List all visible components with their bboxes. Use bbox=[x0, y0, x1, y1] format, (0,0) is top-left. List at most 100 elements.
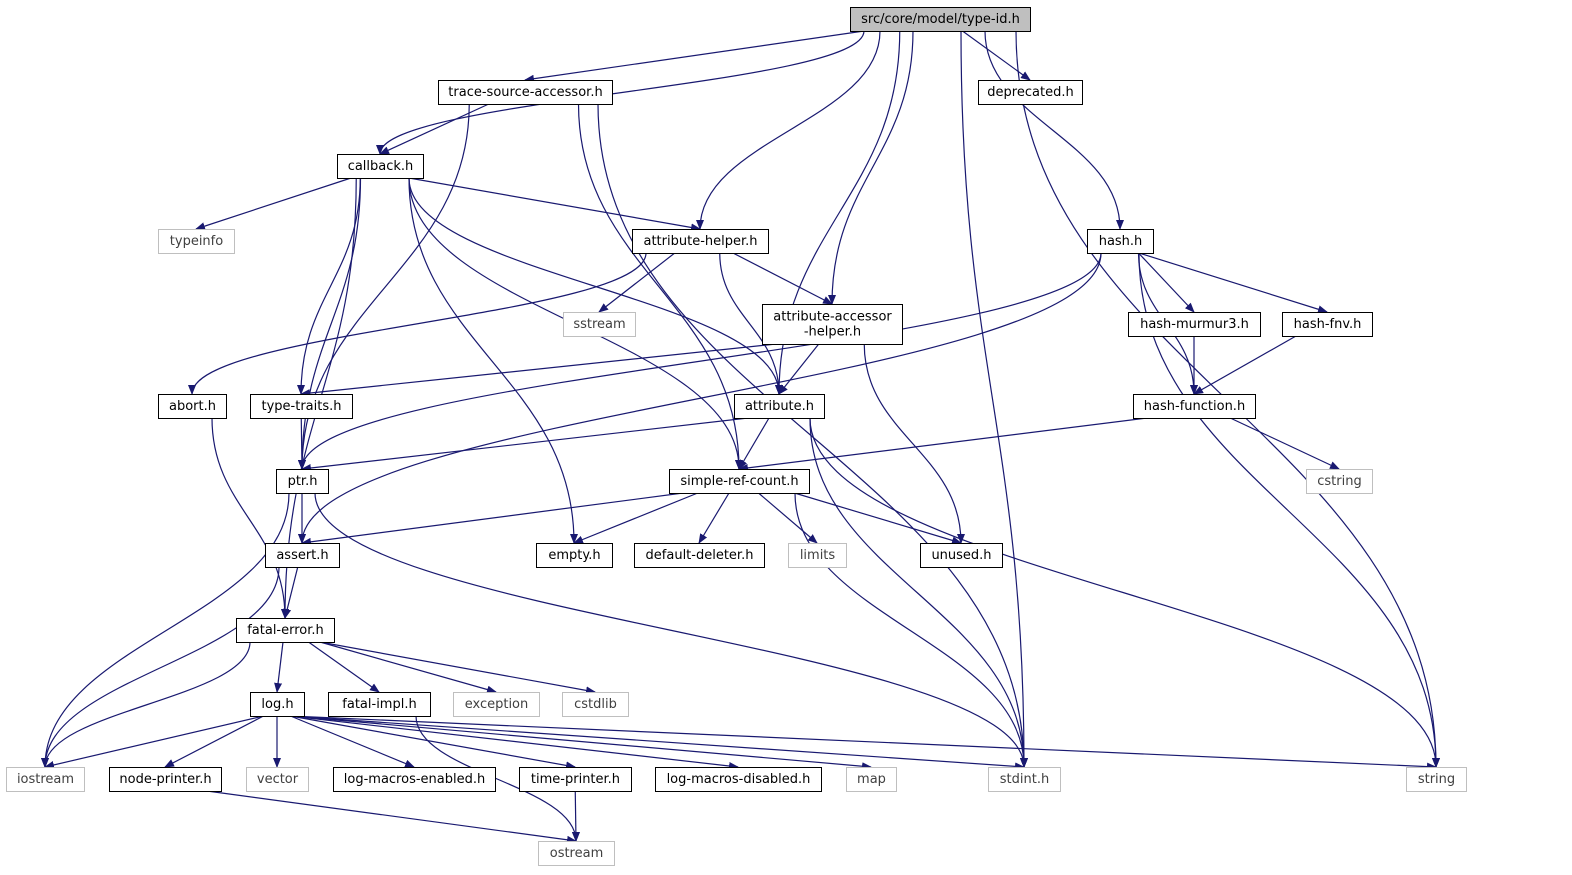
node-default-deleter[interactable]: default-deleter.h bbox=[634, 543, 765, 568]
edge-log-to-map bbox=[290, 715, 872, 771]
node-box bbox=[276, 469, 329, 494]
edge-simple-ref-count-to-assert bbox=[301, 492, 684, 546]
node-type-traits[interactable]: type-traits.h bbox=[250, 394, 353, 419]
node-log[interactable]: log.h bbox=[250, 692, 305, 717]
edge-simple-ref-count-to-limits bbox=[758, 492, 818, 544]
edge-log-to-node-printer bbox=[164, 715, 264, 768]
node-box bbox=[265, 543, 340, 568]
edge-log-to-log-macros-enabled bbox=[290, 715, 415, 768]
node-box bbox=[538, 841, 615, 866]
node-label: hash.h bbox=[1099, 234, 1143, 249]
node-label: abort.h bbox=[169, 399, 216, 414]
node-attribute-helper[interactable]: attribute-helper.h bbox=[632, 229, 769, 254]
node-trace-source-accessor[interactable]: trace-source-accessor.h bbox=[438, 80, 613, 105]
edge-attribute-to-simple-ref-count bbox=[738, 417, 770, 470]
node-label: ostream bbox=[550, 846, 604, 861]
edge-hash-to-hash-fnv bbox=[1138, 252, 1328, 314]
node-log-macros-enabled[interactable]: log-macros-enabled.h bbox=[333, 767, 496, 792]
edge-simple-ref-count-to-empty bbox=[573, 492, 698, 544]
edge-attribute-to-string bbox=[809, 417, 1440, 768]
node-ptr[interactable]: ptr.h bbox=[276, 469, 329, 494]
edge-hash-to-assert bbox=[298, 252, 1102, 544]
edge-attribute-accessor-helper-to-unused bbox=[863, 343, 965, 544]
node-attribute-accessor-helper[interactable]: attribute-accessor-helper.h bbox=[762, 304, 903, 345]
edge-attribute-to-ptr bbox=[301, 417, 749, 472]
edge-attribute-to-stdint bbox=[809, 417, 1028, 768]
node-label: exception bbox=[465, 697, 529, 712]
edge-attribute-helper-to-sstream bbox=[598, 252, 676, 313]
edge-hash-to-hash-murmur3 bbox=[1138, 252, 1195, 313]
edge-assert-to-iostream bbox=[41, 566, 280, 768]
edge-type-id-to-callback bbox=[376, 30, 865, 155]
node-box bbox=[1282, 312, 1373, 337]
edge-ptr-to-stdint bbox=[314, 492, 1028, 768]
node-unused[interactable]: unused.h bbox=[920, 543, 1003, 568]
node-box bbox=[655, 767, 822, 792]
edge-simple-ref-count-to-default-deleter bbox=[698, 492, 730, 544]
node-label: string bbox=[1418, 772, 1455, 787]
node-cstring: cstring bbox=[1306, 469, 1373, 494]
node-box bbox=[109, 767, 222, 792]
node-ostream: ostream bbox=[538, 841, 615, 866]
edge-node-printer-to-ostream bbox=[206, 790, 577, 844]
edge-fatal-error-to-fatal-impl bbox=[308, 641, 380, 693]
node-time-printer[interactable]: time-printer.h bbox=[519, 767, 632, 792]
node-label: hash-murmur3.h bbox=[1140, 317, 1249, 332]
node-label: log-macros-enabled.h bbox=[344, 772, 485, 787]
node-box bbox=[920, 543, 1003, 568]
node-label: cstdlib bbox=[574, 697, 617, 712]
node-label: assert.h bbox=[276, 548, 328, 563]
node-label: cstring bbox=[1317, 474, 1361, 489]
node-log-macros-disabled[interactable]: log-macros-disabled.h bbox=[655, 767, 822, 792]
node-label: empty.h bbox=[548, 548, 600, 563]
edge-callback-to-attribute-helper bbox=[408, 177, 701, 232]
node-box bbox=[536, 543, 613, 568]
node-label: hash-fnv.h bbox=[1294, 317, 1362, 332]
node-hash-fnv[interactable]: hash-fnv.h bbox=[1282, 312, 1373, 337]
node-box bbox=[337, 154, 424, 179]
node-fatal-impl[interactable]: fatal-impl.h bbox=[328, 692, 431, 717]
node-box bbox=[519, 767, 632, 792]
node-box bbox=[1133, 394, 1256, 419]
node-type-id[interactable]: src/core/model/type-id.h bbox=[850, 7, 1031, 32]
node-node-printer[interactable]: node-printer.h bbox=[109, 767, 222, 792]
edge-hash-function-to-simple-ref-count bbox=[738, 417, 1148, 472]
node-label: simple-ref-count.h bbox=[680, 474, 798, 489]
node-simple-ref-count[interactable]: simple-ref-count.h bbox=[669, 469, 810, 494]
edges-layer bbox=[41, 30, 1440, 844]
node-hash[interactable]: hash.h bbox=[1087, 229, 1154, 254]
edge-log-to-iostream bbox=[44, 715, 264, 769]
nodes-layer: src/core/model/type-id.h trace-source-acc… bbox=[6, 7, 1467, 866]
node-box bbox=[632, 229, 769, 254]
node-box bbox=[788, 543, 847, 568]
node-sstream: sstream bbox=[563, 312, 636, 337]
node-box bbox=[250, 394, 353, 419]
edge-type-traits-to-ptr bbox=[297, 417, 306, 470]
edge-abort-to-fatal-error bbox=[211, 417, 289, 619]
edge-ptr-to-iostream bbox=[41, 492, 290, 768]
node-hash-murmur3[interactable]: hash-murmur3.h bbox=[1128, 312, 1261, 337]
node-string: string bbox=[1406, 767, 1467, 792]
node-hash-function[interactable]: hash-function.h bbox=[1133, 394, 1256, 419]
node-box bbox=[669, 469, 810, 494]
node-empty[interactable]: empty.h bbox=[536, 543, 613, 568]
node-box bbox=[333, 767, 496, 792]
node-attribute[interactable]: attribute.h bbox=[734, 394, 825, 419]
node-deprecated[interactable]: deprecated.h bbox=[978, 80, 1083, 105]
node-box bbox=[1128, 312, 1261, 337]
node-label: attribute-accessor bbox=[773, 310, 892, 325]
node-box bbox=[236, 618, 335, 643]
node-fatal-error[interactable]: fatal-error.h bbox=[236, 618, 335, 643]
node-label: time-printer.h bbox=[531, 772, 620, 787]
edge-fatal-error-to-log bbox=[274, 641, 284, 693]
edge-callback-to-type-traits bbox=[297, 177, 361, 395]
node-box bbox=[1306, 469, 1373, 494]
node-label: vector bbox=[257, 772, 299, 787]
node-callback[interactable]: callback.h bbox=[337, 154, 424, 179]
node-abort[interactable]: abort.h bbox=[158, 394, 227, 419]
node-label: unused.h bbox=[931, 548, 991, 563]
node-label: sstream bbox=[573, 317, 625, 332]
node-assert[interactable]: assert.h bbox=[265, 543, 340, 568]
node-limits: limits bbox=[788, 543, 847, 568]
